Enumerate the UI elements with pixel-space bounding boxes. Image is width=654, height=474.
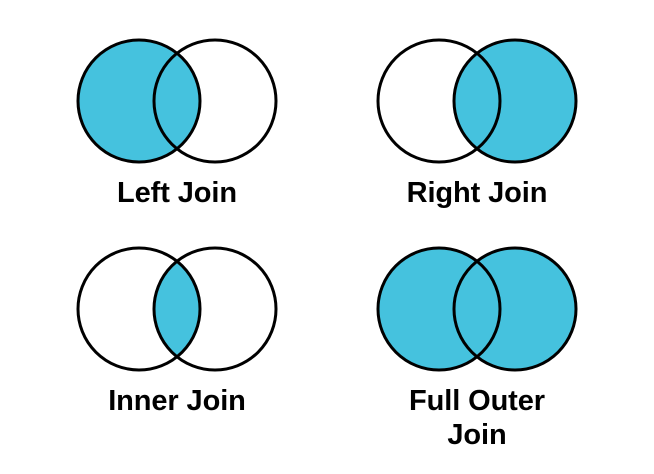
right-circle-outline: [152, 38, 278, 164]
venn-figure-left-join: [75, 35, 279, 167]
venn-figure-inner-join: [75, 243, 279, 375]
right-circle-outline: [152, 246, 278, 372]
venn-label-full-outer-join: Full Outer Join: [409, 385, 545, 451]
intersection-region: [154, 40, 200, 162]
intersection-region: [454, 40, 500, 162]
right-circle-outline: [452, 246, 578, 372]
left-circle-outline: [376, 38, 502, 164]
right-circle-outline: [452, 38, 578, 164]
intersection-region: [154, 248, 200, 370]
venn-label-inner-join: Inner Join: [108, 385, 246, 417]
venn-cell-right-join: Right Join: [327, 35, 627, 211]
venn-label-right-join: Right Join: [406, 177, 548, 209]
intersection-region: [454, 248, 500, 370]
left-circle-outline: [376, 246, 502, 372]
venn-label-left-join: Left Join: [117, 177, 237, 209]
left-circle-outline: [76, 246, 202, 372]
venn-figure-right-join: [375, 35, 579, 167]
left-circle-outline: [76, 38, 202, 164]
venn-cell-full-outer-join: Full Outer Join: [327, 243, 627, 453]
venn-cell-left-join: Left Join: [27, 35, 327, 211]
venn-figure-full-outer-join: [375, 243, 579, 375]
venn-cell-inner-join: Inner Join: [27, 243, 327, 419]
